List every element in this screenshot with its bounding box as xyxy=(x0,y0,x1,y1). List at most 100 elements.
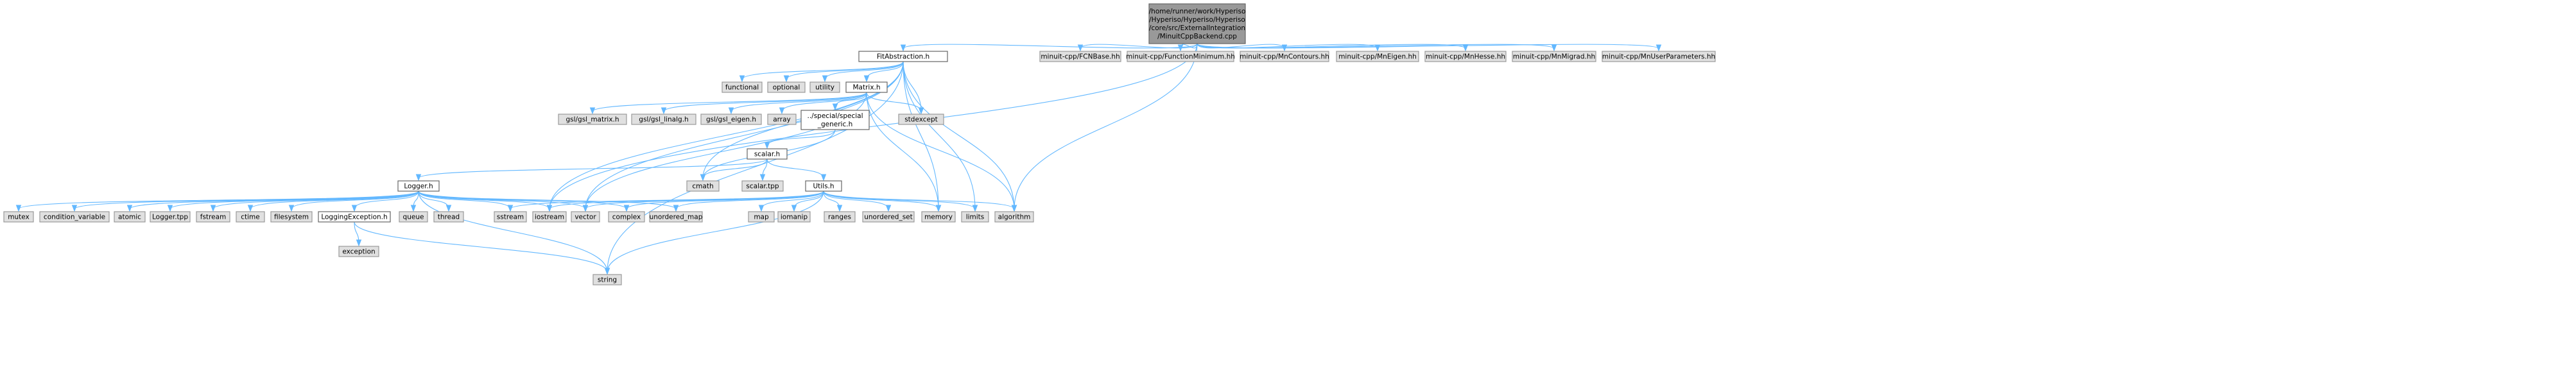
edge-line xyxy=(823,191,939,210)
node-label: Utils.h xyxy=(813,183,834,191)
node-box xyxy=(767,81,806,93)
edge-arrowhead xyxy=(1551,44,1557,52)
edge-arrowhead xyxy=(288,205,295,212)
edge-fitabs-to-functional xyxy=(739,61,904,83)
edge-line xyxy=(823,191,1015,210)
edge-line xyxy=(903,43,1198,49)
edge-logger-to-filesystem xyxy=(288,191,419,212)
edge-utils-to-limits xyxy=(823,191,978,212)
node-queue: queue xyxy=(399,211,428,223)
edge-arrowhead xyxy=(673,205,679,212)
node-label: iostream xyxy=(535,214,564,221)
edge-line xyxy=(786,61,904,80)
edge-arrowhead xyxy=(1655,44,1662,52)
node-box xyxy=(767,114,797,125)
node-fitabs[interactable]: FitAbstraction.h xyxy=(858,51,948,62)
edge-matrix-to-array xyxy=(779,92,867,115)
node-box xyxy=(824,211,856,223)
edge-arrowhead xyxy=(935,205,942,212)
node-box xyxy=(1336,51,1419,62)
node-mneigen: minuit-cpp/MnEigen.hh xyxy=(1336,51,1419,62)
node-unordmap: unordered_map xyxy=(649,211,703,223)
node-sstream: sstream xyxy=(494,211,527,223)
edge-line xyxy=(741,61,904,80)
node-label: filesystem xyxy=(274,214,309,221)
node-specgen[interactable]: ../special/special_generic.h xyxy=(800,110,870,130)
edge-line xyxy=(903,61,976,210)
node-box xyxy=(397,180,440,192)
edge-arrowhead xyxy=(71,205,78,212)
node-label: minuit-cpp/MnHesse.hh xyxy=(1426,53,1505,61)
node-mutex: mutex xyxy=(3,211,34,223)
node-box xyxy=(994,211,1034,223)
edge-line xyxy=(549,43,1198,210)
edge-matrix-to-memory xyxy=(866,92,942,212)
node-box xyxy=(1240,51,1329,62)
node-utils[interactable]: Utils.h xyxy=(805,180,842,192)
edge-arrowhead xyxy=(415,174,422,182)
node-box xyxy=(800,110,870,130)
node-box xyxy=(649,211,703,223)
edge-arrowhead xyxy=(832,103,838,111)
node-label: /MinuitCppBackend.cpp xyxy=(1157,33,1237,40)
node-label: optional xyxy=(773,84,800,92)
node-mnuserpar: minuit-cpp/MnUserParameters.hh xyxy=(1602,51,1716,62)
edge-line xyxy=(74,191,419,210)
edge-utils-to-string xyxy=(604,191,824,275)
edge-arrowhead xyxy=(822,75,828,83)
node-gsleigen: gsl/gsl_eigen.h xyxy=(700,114,762,125)
node-vector: vector xyxy=(571,211,600,223)
edge-arrowhead xyxy=(623,205,630,212)
node-box xyxy=(39,211,110,223)
edge-root-to-mnuserpar xyxy=(1197,43,1662,52)
edge-utils-to-algorithm xyxy=(823,191,1017,212)
edge-line xyxy=(291,191,419,210)
node-root[interactable]: /home/runner/work/Hyperiso/Hyperiso/Hype… xyxy=(1148,3,1246,44)
node-filesystem: filesystem xyxy=(270,211,313,223)
edge-line xyxy=(675,191,824,210)
edge-line xyxy=(607,191,824,273)
node-scalartpp: scalar.tpp xyxy=(741,180,784,192)
node-matrix[interactable]: Matrix.h xyxy=(845,81,888,93)
edge-arrowhead xyxy=(972,205,978,212)
node-algorithm: algorithm xyxy=(994,211,1034,223)
node-label: minuit-cpp/FCNBase.hh xyxy=(1041,53,1119,61)
node-label: gsl/gsl_eigen.h xyxy=(706,116,756,124)
edge-logexc-to-exception xyxy=(354,221,362,247)
node-mncont: minuit-cpp/MnContours.hh xyxy=(1240,51,1329,62)
edge-matrix-to-gslmatrix xyxy=(589,92,867,115)
node-box xyxy=(1127,51,1234,62)
node-label: algorithm xyxy=(998,214,1031,221)
edge-line xyxy=(354,191,419,210)
edge-line xyxy=(766,129,836,147)
edge-arrowhead xyxy=(1077,44,1084,52)
edge-logger-to-ctime xyxy=(247,191,419,212)
node-fcnbase: minuit-cpp/FCNBase.hh xyxy=(1039,51,1121,62)
node-label: Logger.tpp xyxy=(152,214,188,221)
edge-logger-to-condvar xyxy=(71,191,419,212)
edge-line xyxy=(1014,43,1198,210)
node-label: gsl/gsl_linalg.h xyxy=(639,116,688,124)
node-box xyxy=(608,211,645,223)
edge-matrix-to-stdexcept xyxy=(866,92,924,115)
edge-line xyxy=(626,191,824,210)
node-label: scalar.h xyxy=(754,151,780,158)
node-label: condition_variable xyxy=(44,214,105,221)
node-box xyxy=(196,211,230,223)
node-box xyxy=(532,211,567,223)
node-label: utility xyxy=(815,84,834,92)
node-box xyxy=(1602,51,1716,62)
node-logexc[interactable]: LoggingException.h xyxy=(318,211,391,223)
node-box xyxy=(845,81,888,93)
node-logger[interactable]: Logger.h xyxy=(397,180,440,192)
edge-line xyxy=(354,221,608,273)
node-label: unordered_set xyxy=(864,214,913,221)
edge-scalar-to-utils xyxy=(766,158,827,182)
node-scalar[interactable]: scalar.h xyxy=(747,148,788,160)
edge-line xyxy=(418,191,586,210)
node-label: gsl/gsl_matrix.h xyxy=(566,116,619,124)
edge-arrowhead xyxy=(1011,205,1017,212)
edge-utils-to-unordset xyxy=(823,191,892,212)
node-box xyxy=(700,114,762,125)
